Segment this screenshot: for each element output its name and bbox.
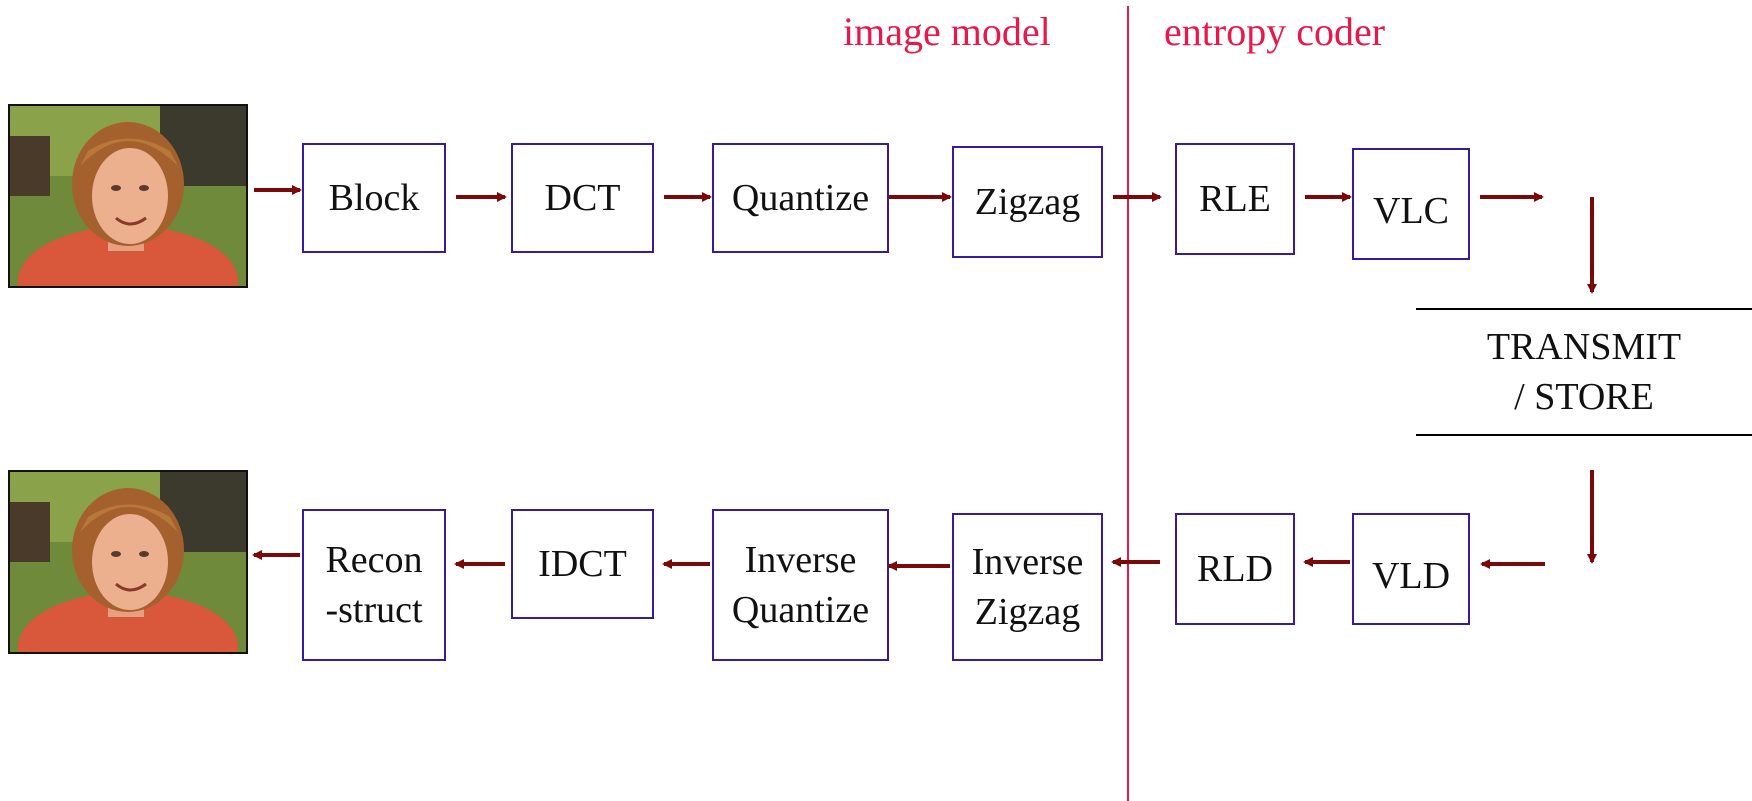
block-label: Block — [328, 177, 420, 219]
zigzag-box: Zigzag — [952, 146, 1103, 258]
dct-label: DCT — [544, 177, 621, 219]
reconstruct-label-line2: -struct — [325, 589, 423, 631]
inverse-zigzag-label-line2: Zigzag — [974, 591, 1081, 633]
image-model-label: image model — [843, 9, 1051, 54]
reconstruct-box: Recon -struct — [302, 509, 446, 661]
rld-box: RLD — [1175, 513, 1295, 625]
block-box: Block — [302, 143, 446, 253]
quantize-box: Quantize — [712, 143, 889, 253]
inverse-zigzag-box: Inverse Zigzag — [952, 513, 1103, 661]
rld-label: RLD — [1197, 548, 1273, 590]
inverse-zigzag-label-line1: Inverse — [971, 541, 1084, 583]
reconstruct-label-line1: Recon — [325, 539, 423, 581]
portrait-photo-icon — [10, 472, 246, 652]
vld-box: VLD — [1352, 513, 1470, 625]
portrait-photo-icon — [10, 106, 246, 286]
vlc-label: VLC — [1373, 190, 1449, 232]
idct-label: IDCT — [538, 543, 627, 585]
entropy-coder-label: entropy coder — [1164, 9, 1386, 54]
vld-label: VLD — [1371, 555, 1451, 597]
vlc-box: VLC — [1352, 148, 1470, 260]
quantize-label: Quantize — [731, 177, 870, 219]
input-image — [8, 104, 248, 288]
inverse-quantize-label-line2: Quantize — [731, 589, 870, 631]
transmit-label: TRANSMIT — [1486, 326, 1682, 368]
rle-label: RLE — [1199, 178, 1271, 220]
idct-box: IDCT — [511, 509, 654, 619]
inverse-quantize-box: Inverse Quantize — [712, 509, 889, 661]
store-label: / STORE — [1514, 376, 1654, 418]
divider-line — [1127, 6, 1129, 801]
dct-box: DCT — [511, 143, 654, 253]
output-image — [8, 470, 248, 654]
transmit-store-channel: TRANSMIT / STORE — [1416, 308, 1752, 436]
inverse-quantize-label-line1: Inverse — [744, 539, 857, 581]
zigzag-label: Zigzag — [974, 181, 1081, 223]
rle-box: RLE — [1175, 143, 1295, 255]
